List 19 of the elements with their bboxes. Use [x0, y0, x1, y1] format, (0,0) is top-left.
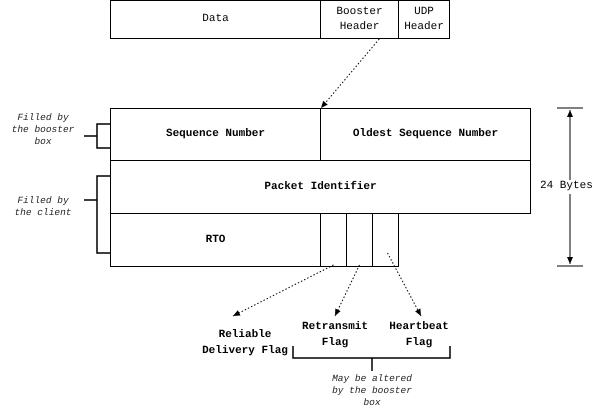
flag-label: Heartbeat Flag	[378, 318, 460, 352]
note: Filled by the booster box	[10, 112, 76, 148]
header-field: Sequence Number	[110, 108, 321, 161]
bit-box	[372, 213, 399, 267]
arrow	[320, 38, 380, 108]
arrow	[387, 252, 422, 316]
header-field: Packet Identifier	[110, 160, 531, 214]
header-field: RTO	[110, 213, 321, 267]
note: Filled by the client	[13, 195, 72, 219]
flag-label: Reliable Delivery Flag	[200, 318, 290, 368]
data-field: Data	[110, 0, 321, 39]
dimension-label: 24 Bytes	[540, 180, 593, 194]
flag-label: Retransmit Flag	[290, 318, 380, 352]
header-field: UDP Header	[398, 0, 450, 39]
arrow	[232, 264, 334, 316]
note: May be altered by the booster box	[331, 373, 413, 409]
header-field: Booster Header	[320, 0, 399, 39]
header-field: Oldest Sequence Number	[320, 108, 531, 161]
arrow	[334, 264, 360, 316]
